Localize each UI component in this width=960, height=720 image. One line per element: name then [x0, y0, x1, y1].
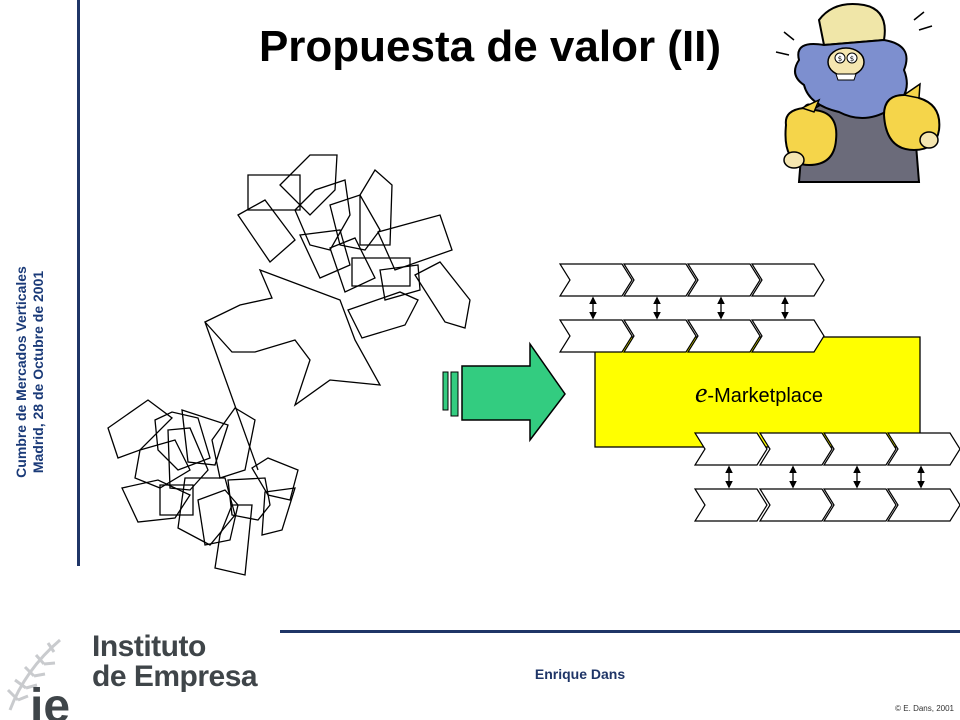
- marketplace-text: -Marketplace: [707, 385, 824, 407]
- fragmented-cluster-upper: [203, 154, 471, 471]
- marketplace-label: e-Marketplace: [664, 378, 854, 410]
- logo-line-1: Instituto: [92, 630, 206, 663]
- copyright-notice: © E. Dans, 2001: [895, 704, 954, 713]
- logo-mark: ie: [30, 680, 70, 720]
- slide-title: Propuesta de valor (II): [258, 22, 722, 71]
- fragmented-cluster-lower: [107, 399, 299, 576]
- transform-arrow: [442, 341, 566, 443]
- logo-line-2: de Empresa: [92, 660, 258, 693]
- author-name: Enrique Dans: [534, 666, 626, 682]
- svg-text:$: $: [838, 55, 842, 63]
- side-divider: [77, 0, 80, 566]
- lower-value-chains: [693, 432, 960, 522]
- footer-divider: [280, 630, 960, 633]
- miser-clipart: $ $: [774, 3, 941, 183]
- marketplace-prefix: e: [694, 378, 708, 409]
- link-arrows: [589, 296, 925, 489]
- marketplace-box: [594, 336, 921, 448]
- upper-value-chains: [558, 263, 825, 353]
- instituto-empresa-logo: ie: [0, 630, 85, 720]
- logo-wordmark: Instituto de Empresa: [92, 630, 258, 693]
- svg-text:$: $: [850, 55, 854, 63]
